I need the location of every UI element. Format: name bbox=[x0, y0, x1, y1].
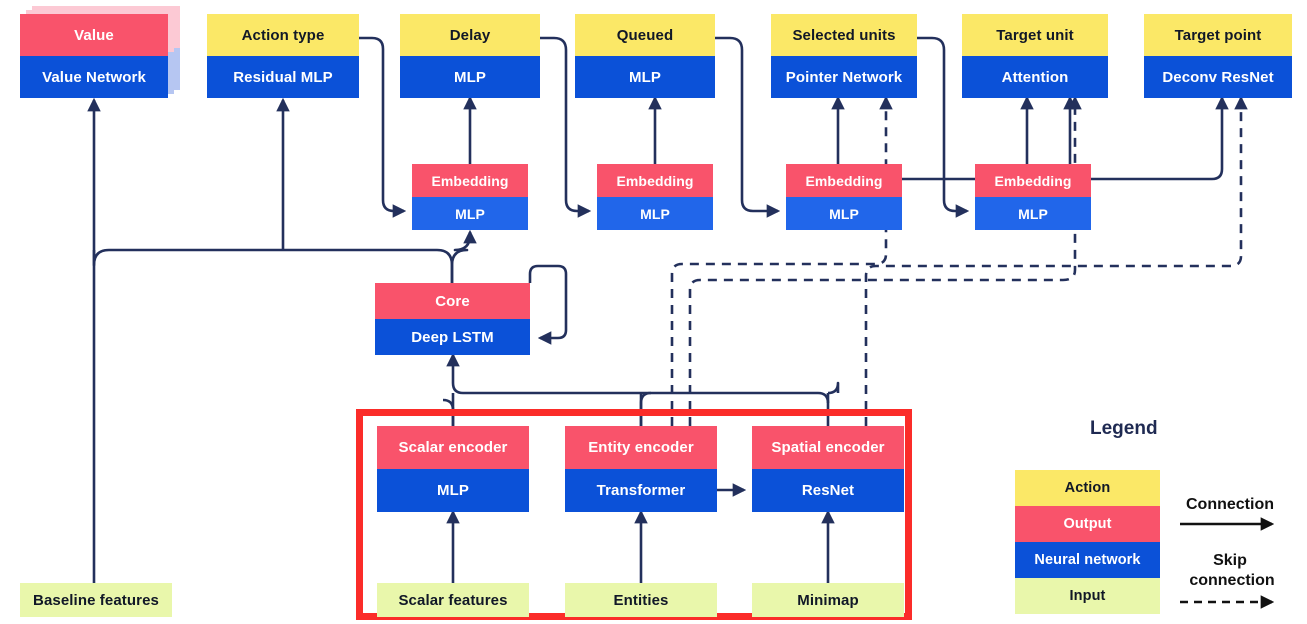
wire-queued-to-embedding-selected bbox=[715, 36, 781, 218]
node-spatial-encoder-network: ResNet bbox=[752, 469, 904, 512]
node-value[interactable]: Value Value Network bbox=[20, 14, 168, 98]
node-queued-action: Queued bbox=[575, 14, 715, 56]
node-target-unit-action: Target unit bbox=[962, 14, 1108, 56]
skip-entity-to-target-unit bbox=[688, 95, 1082, 426]
node-minimap-label: Minimap bbox=[752, 583, 904, 617]
node-minimap[interactable]: Minimap bbox=[752, 583, 904, 617]
node-core[interactable]: Core Deep LSTM bbox=[375, 283, 530, 355]
node-selected-units-network: Pointer Network bbox=[771, 56, 917, 98]
node-embedding-selected-units[interactable]: Embedding MLP bbox=[786, 164, 902, 230]
legend-skip-label-line2: connection bbox=[1189, 572, 1275, 589]
node-delay[interactable]: Delay MLP bbox=[400, 14, 540, 98]
node-embedding-queued[interactable]: Embedding MLP bbox=[597, 164, 713, 230]
node-embedding-delay-output: Embedding bbox=[412, 164, 528, 197]
node-embedding-delay-network: MLP bbox=[412, 197, 528, 230]
node-delay-network: MLP bbox=[400, 56, 540, 98]
node-action-type-action: Action type bbox=[207, 14, 359, 56]
node-embedding-selected-units-output: Embedding bbox=[786, 164, 902, 197]
node-selected-units-action: Selected units bbox=[771, 14, 917, 56]
node-value-network: Value Network bbox=[20, 56, 168, 98]
node-entity-encoder-network: Transformer bbox=[565, 469, 717, 512]
node-embedding-selected-units-network: MLP bbox=[786, 197, 902, 230]
node-action-type-network: Residual MLP bbox=[207, 56, 359, 98]
node-embedding-queued-network: MLP bbox=[597, 197, 713, 230]
node-scalar-encoder[interactable]: Scalar encoder MLP bbox=[377, 426, 529, 512]
node-queued[interactable]: Queued MLP bbox=[575, 14, 715, 98]
node-baseline-features[interactable]: Baseline features bbox=[20, 583, 172, 617]
node-value-action: Value bbox=[20, 14, 168, 56]
node-entity-encoder[interactable]: Entity encoder Transformer bbox=[565, 426, 717, 512]
node-embedding-target-unit[interactable]: Embedding MLP bbox=[975, 164, 1091, 230]
node-target-point[interactable]: Target point Deconv ResNet bbox=[1144, 14, 1292, 98]
legend-swatch-input: Input bbox=[1015, 578, 1160, 614]
wire-core-to-embedding-delay bbox=[450, 229, 477, 283]
node-target-unit[interactable]: Target unit Attention bbox=[962, 14, 1108, 98]
node-entity-encoder-output: Entity encoder bbox=[565, 426, 717, 469]
legend-connection-label: Connection bbox=[1186, 496, 1274, 513]
node-embedding-delay[interactable]: Embedding MLP bbox=[412, 164, 528, 230]
legend-skip-label-line1: Skip bbox=[1213, 552, 1247, 569]
node-spatial-encoder-output: Spatial encoder bbox=[752, 426, 904, 469]
node-baseline-features-label: Baseline features bbox=[20, 583, 172, 617]
node-target-unit-network: Attention bbox=[962, 56, 1108, 98]
node-embedding-target-unit-output: Embedding bbox=[975, 164, 1091, 197]
node-target-point-network: Deconv ResNet bbox=[1144, 56, 1292, 98]
wire-encoder-bus bbox=[446, 352, 830, 404]
wire-action-type-to-embedding-delay bbox=[359, 36, 407, 218]
node-core-network: Deep LSTM bbox=[375, 319, 530, 355]
skip-entity-to-selected-units bbox=[670, 95, 893, 426]
wire-embedding-target-feed bbox=[1091, 95, 1229, 181]
node-action-type[interactable]: Action type Residual MLP bbox=[207, 14, 359, 98]
node-entities[interactable]: Entities bbox=[565, 583, 717, 617]
node-embedding-queued-output: Embedding bbox=[597, 164, 713, 197]
node-core-output: Core bbox=[375, 283, 530, 319]
node-scalar-encoder-network: MLP bbox=[377, 469, 529, 512]
node-target-point-action: Target point bbox=[1144, 14, 1292, 56]
legend-swatch-action: Action bbox=[1015, 470, 1160, 506]
legend-swatch-neural-network: Neural network bbox=[1015, 542, 1160, 578]
node-scalar-encoder-output: Scalar encoder bbox=[377, 426, 529, 469]
node-embedding-target-unit-network: MLP bbox=[975, 197, 1091, 230]
node-entities-label: Entities bbox=[565, 583, 717, 617]
node-delay-action: Delay bbox=[400, 14, 540, 56]
node-scalar-features-label: Scalar features bbox=[377, 583, 529, 617]
skip-spatial-to-target-point bbox=[864, 95, 1248, 426]
node-queued-network: MLP bbox=[575, 56, 715, 98]
legend-swatch-output: Output bbox=[1015, 506, 1160, 542]
node-scalar-features[interactable]: Scalar features bbox=[377, 583, 529, 617]
wire-selected-to-embedding-target bbox=[917, 36, 970, 218]
legend-title: Legend bbox=[1090, 418, 1158, 439]
node-selected-units[interactable]: Selected units Pointer Network bbox=[771, 14, 917, 98]
legend-swatch: Action Output Neural network Input bbox=[1015, 470, 1160, 614]
node-spatial-encoder[interactable]: Spatial encoder ResNet bbox=[752, 426, 904, 512]
wire-core-to-left-bus bbox=[87, 97, 454, 283]
wire-core-recurrent-loop bbox=[528, 264, 568, 345]
